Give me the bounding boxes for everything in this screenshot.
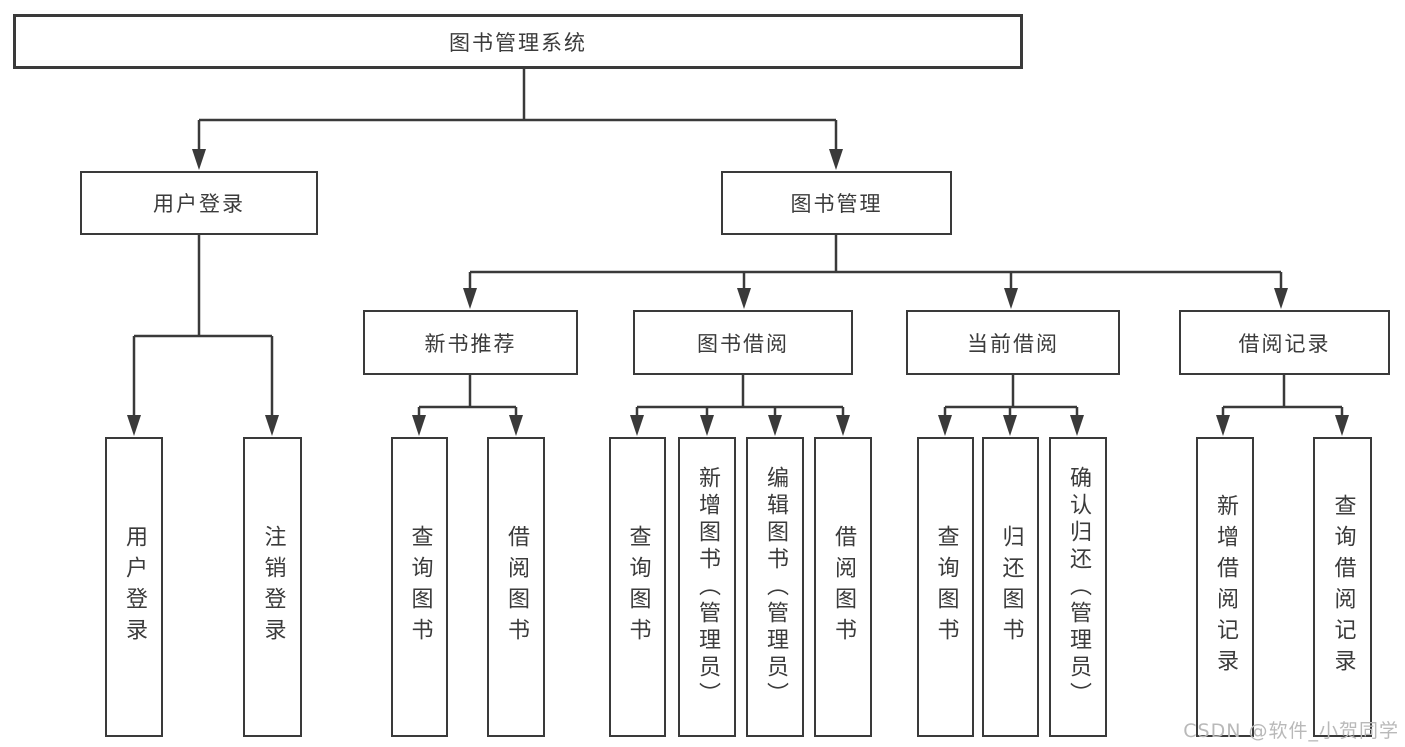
node-root-label: 图书管理系统 bbox=[449, 30, 587, 55]
leaf-add-books-admin-label: 新增图书（管理员） bbox=[695, 465, 720, 709]
node-book-management: 图书管理 bbox=[721, 171, 952, 235]
arrow-down-icon bbox=[1274, 288, 1288, 309]
arrow-down-icon bbox=[630, 415, 644, 436]
connector-borrow-records-to-leaves bbox=[1221, 375, 1344, 419]
connector-paths bbox=[132, 69, 1344, 419]
arrow-down-icon bbox=[737, 288, 751, 309]
arrow-down-icon bbox=[1004, 288, 1018, 309]
leaf-edit-books-admin: 编辑图书（管理员） bbox=[746, 437, 804, 737]
leaf-query-borrow-record: 查询借阅记录 bbox=[1313, 437, 1372, 737]
leaf-user-login-label: 用户登录 bbox=[122, 525, 147, 649]
arrow-down-icon bbox=[768, 415, 782, 436]
arrow-down-icon bbox=[1216, 415, 1230, 436]
leaf-confirm-return-admin: 确认归还（管理员） bbox=[1049, 437, 1107, 737]
leaf-query-books-borrow-label: 查询图书 bbox=[625, 525, 651, 649]
leaf-borrow-books-label: 借阅图书 bbox=[831, 525, 856, 649]
arrow-down-icon bbox=[938, 415, 952, 436]
leaf-edit-books-admin-label: 编辑图书（管理员） bbox=[763, 465, 788, 709]
arrow-down-icon bbox=[836, 415, 850, 436]
node-book-management-label: 图书管理 bbox=[790, 192, 883, 216]
arrow-down-icon bbox=[127, 415, 141, 436]
leaf-borrow-books: 借阅图书 bbox=[814, 437, 872, 737]
leaf-logout-label: 注销登录 bbox=[260, 525, 286, 649]
arrow-down-icon bbox=[1070, 415, 1084, 436]
leaf-query-borrow-record-label: 查询借阅记录 bbox=[1330, 494, 1356, 680]
node-borrow-records: 借阅记录 bbox=[1179, 310, 1390, 375]
node-current-borrow: 当前借阅 bbox=[906, 310, 1120, 375]
leaf-user-login: 用户登录 bbox=[105, 437, 163, 737]
arrow-down-icon bbox=[463, 288, 477, 309]
arrow-down-icon bbox=[509, 415, 523, 436]
arrow-down-icon bbox=[265, 415, 279, 436]
connector-book-borrow-to-leaves bbox=[635, 375, 845, 419]
leaf-query-books-current: 查询图书 bbox=[917, 437, 974, 737]
arrow-down-icon bbox=[1003, 415, 1017, 436]
leaf-query-books-recommend-label: 查询图书 bbox=[407, 525, 433, 649]
arrowheads bbox=[127, 149, 1349, 436]
node-current-borrow-label: 当前借阅 bbox=[967, 331, 1059, 356]
leaf-borrow-books-recommend-label: 借阅图书 bbox=[504, 525, 529, 649]
leaf-add-borrow-record-label: 新增借阅记录 bbox=[1213, 494, 1238, 680]
connector-book-management-to-level3 bbox=[468, 235, 1283, 292]
leaf-add-borrow-record: 新增借阅记录 bbox=[1196, 437, 1254, 737]
node-book-borrow: 图书借阅 bbox=[633, 310, 853, 375]
node-book-borrow-label: 图书借阅 bbox=[697, 331, 789, 356]
node-new-book-recommend: 新书推荐 bbox=[363, 310, 578, 375]
connector-root-to-level2 bbox=[197, 69, 838, 153]
connector-current-borrow-to-leaves bbox=[943, 375, 1079, 419]
node-user-login: 用户登录 bbox=[80, 171, 318, 235]
arrow-down-icon bbox=[412, 415, 426, 436]
arrow-down-icon bbox=[192, 149, 206, 170]
leaf-return-books-label: 归还图书 bbox=[998, 525, 1024, 649]
connector-user-login-to-leaves bbox=[132, 235, 274, 419]
node-borrow-records-label: 借阅记录 bbox=[1238, 331, 1331, 356]
connector-new-book-to-leaves bbox=[417, 375, 518, 419]
leaf-logout: 注销登录 bbox=[243, 437, 302, 737]
leaf-query-books-current-label: 查询图书 bbox=[933, 525, 959, 649]
node-user-login-label: 用户登录 bbox=[153, 192, 245, 216]
arrow-down-icon bbox=[829, 149, 843, 170]
leaf-query-books-recommend: 查询图书 bbox=[391, 437, 448, 737]
csdn-watermark: CSDN @软件_小贺同学 bbox=[1183, 720, 1399, 742]
node-root-system: 图书管理系统 bbox=[13, 14, 1023, 69]
node-new-book-recommend-label: 新书推荐 bbox=[424, 331, 517, 356]
leaf-borrow-books-recommend: 借阅图书 bbox=[487, 437, 545, 737]
arrow-down-icon bbox=[700, 415, 714, 436]
leaf-query-books-borrow: 查询图书 bbox=[609, 437, 666, 737]
leaf-add-books-admin: 新增图书（管理员） bbox=[678, 437, 736, 737]
arrow-down-icon bbox=[1335, 415, 1349, 436]
leaf-confirm-return-admin-label: 确认归还（管理员） bbox=[1066, 465, 1091, 709]
leaf-return-books: 归还图书 bbox=[982, 437, 1039, 737]
